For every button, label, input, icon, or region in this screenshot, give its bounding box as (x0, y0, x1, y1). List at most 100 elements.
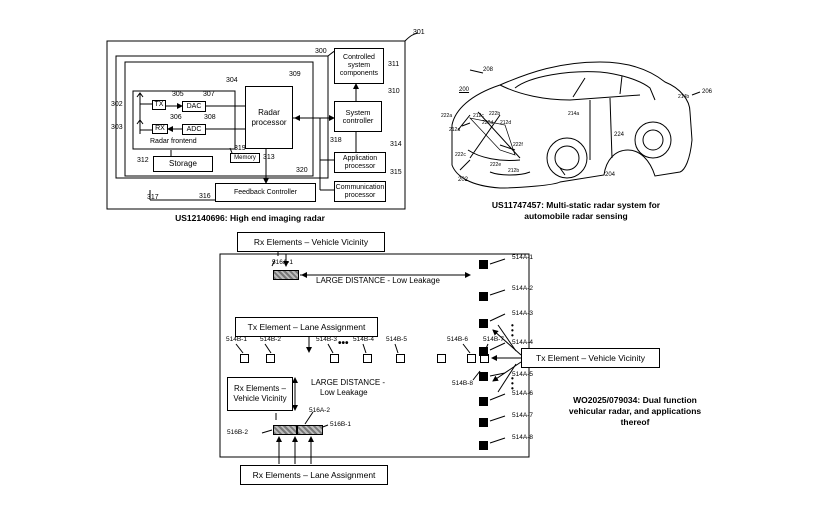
ref-514b8: 514B-8 (452, 380, 473, 387)
ref-302: 302 (111, 101, 123, 108)
ref-312: 312 (137, 157, 149, 164)
feedback-controller-block: Feedback Controller (215, 183, 316, 202)
rx-element-516a1 (273, 270, 299, 280)
ref-514a8: 514A-8 (512, 434, 533, 441)
communication-processor-block: Communication processor (334, 181, 386, 202)
ref-514a3: 514A-3 (512, 310, 533, 317)
ref-514b2: 514B-2 (260, 336, 281, 343)
rx-vehicle-vicinity-top-box: Rx Elements – Vehicle Vicinity (237, 232, 385, 252)
tx-element-514b5 (396, 354, 405, 363)
ref-320: 320 (296, 167, 308, 174)
rx-element-514a8 (479, 441, 488, 450)
rx-element-514a1 (479, 260, 488, 269)
car-ref-212d: 212d (500, 120, 512, 126)
rx-element-516b1 (297, 425, 323, 435)
adc-block: ADC (182, 124, 206, 135)
wo-caption-line1: WO2025/079034: Dual function (573, 395, 697, 405)
rx-lane-assignment-box: Rx Elements – Lane Assignment (240, 465, 388, 485)
ref-514a5: 514A-5 (512, 371, 533, 378)
ref-305: 305 (172, 91, 184, 98)
ref-514b1: 514B-1 (226, 336, 247, 343)
ref-311: 311 (388, 61, 400, 68)
ref-303: 303 (111, 124, 123, 131)
car-caption-line2: automobile radar sensing (524, 211, 628, 221)
car-ref-222c: 222c (455, 152, 466, 158)
car-ref-212b: 212b (508, 168, 520, 174)
tx-block: TX (152, 100, 166, 110)
ref-514a6: 514A-6 (512, 390, 533, 397)
large-distance-label-2: LARGE DISTANCE - (311, 378, 386, 387)
ref-315: 315 (390, 169, 402, 176)
ref-514a1: 514A-1 (512, 254, 533, 261)
ref-514b5: 514B-5 (386, 336, 407, 343)
ref-306: 306 (170, 114, 182, 121)
car-ref-224: 224 (614, 132, 625, 138)
ellipsis-a-top: ••• (511, 321, 514, 340)
tx-element-514b2 (266, 354, 275, 363)
ref-516b2: 516B-2 (227, 429, 248, 436)
tx-element-514b6 (437, 354, 446, 363)
ref-516b1: 516B-1 (330, 421, 351, 428)
ref-316: 316 (199, 193, 211, 200)
ref-514b7: 514B-7 (483, 336, 504, 343)
ellipsis-a-bottom: ••• (511, 374, 514, 393)
ref-300: 300 (315, 48, 327, 55)
car-ref-212a: 212a (449, 127, 461, 133)
system-controller-block: System controller (334, 101, 382, 132)
rx-vehicle-vicinity-inner-box: Rx Elements – Vehicle Vicinity (227, 377, 293, 411)
ref-308: 308 (204, 114, 216, 121)
ref-317: 317 (147, 194, 159, 201)
wo-caption-line3: thereof (620, 417, 650, 427)
rx-element-514a2 (479, 292, 488, 301)
rx-element-514a5 (479, 372, 488, 381)
ref-516a1: 516A-1 (272, 259, 293, 266)
ref-314: 314 (390, 141, 402, 148)
tx-element-514b4 (363, 354, 372, 363)
rx-element-514a6 (479, 397, 488, 406)
ref-514a4: 514A-4 (512, 339, 533, 346)
ref-514b3: 514B-3 (316, 336, 337, 343)
ref-313: 313 (263, 154, 275, 161)
ellipsis-b: ••• (338, 338, 349, 349)
tx-element-514b3 (330, 354, 339, 363)
ref-309: 309 (289, 71, 301, 78)
ref-514a2: 514A-2 (512, 285, 533, 292)
car-ref-222f: 222f (513, 142, 523, 148)
car-caption-line1: US11747457: Multi-static radar system fo… (491, 200, 661, 210)
ref-514b6: 514B-6 (447, 336, 468, 343)
radar-processor-block: Radar processor (245, 86, 293, 149)
ref-514b4: 514B-4 (353, 336, 374, 343)
tx-lane-assignment-box: Tx Element – Lane Assignment (235, 317, 378, 337)
car-ref-204: 204 (605, 172, 616, 178)
car-ref-222d: 222d (482, 120, 494, 126)
car-ref-214a: 214a (568, 111, 580, 117)
tx-element-514b1 (240, 354, 249, 363)
car-ref-222e: 222e (490, 162, 502, 168)
ref-307: 307 (203, 91, 215, 98)
low-leakage-label-2: Low Leakage (320, 388, 368, 397)
rx-element-514a7 (479, 418, 488, 427)
car-ref-200: 200 (459, 87, 470, 93)
application-processor-block: Application processor (334, 152, 386, 173)
dac-block: DAC (182, 101, 206, 112)
car-ref-212c: 212c (473, 113, 484, 119)
car-ref-222b: 222b (489, 111, 501, 117)
car-ref-222a: 222a (441, 113, 453, 119)
rx-element-514a4 (479, 347, 488, 356)
ref-318: 318 (330, 137, 342, 144)
radar-frontend-label: Radar frontend (150, 138, 197, 145)
ref-310: 310 (388, 88, 400, 95)
car-ref-208: 208 (483, 67, 494, 73)
large-distance-low-leakage-top: LARGE DISTANCE - Low Leakage (316, 276, 440, 285)
ref-516a2: 516A-2 (309, 407, 330, 414)
memory-block: Memory (230, 153, 260, 163)
tx-element-514b7 (467, 354, 476, 363)
ref-304: 304 (226, 77, 238, 84)
ref-301: 301 (413, 29, 425, 36)
tx-vehicle-vicinity-box: Tx Element – Vehicle Vicinity (521, 348, 660, 368)
car-ref-214b: 214b (678, 94, 690, 100)
ref-514a7: 514A-7 (512, 412, 533, 419)
car-ref-202: 202 (458, 177, 469, 183)
car-ref-206: 206 (702, 89, 713, 95)
fig301-caption: US12140696: High end imaging radar (175, 213, 325, 223)
